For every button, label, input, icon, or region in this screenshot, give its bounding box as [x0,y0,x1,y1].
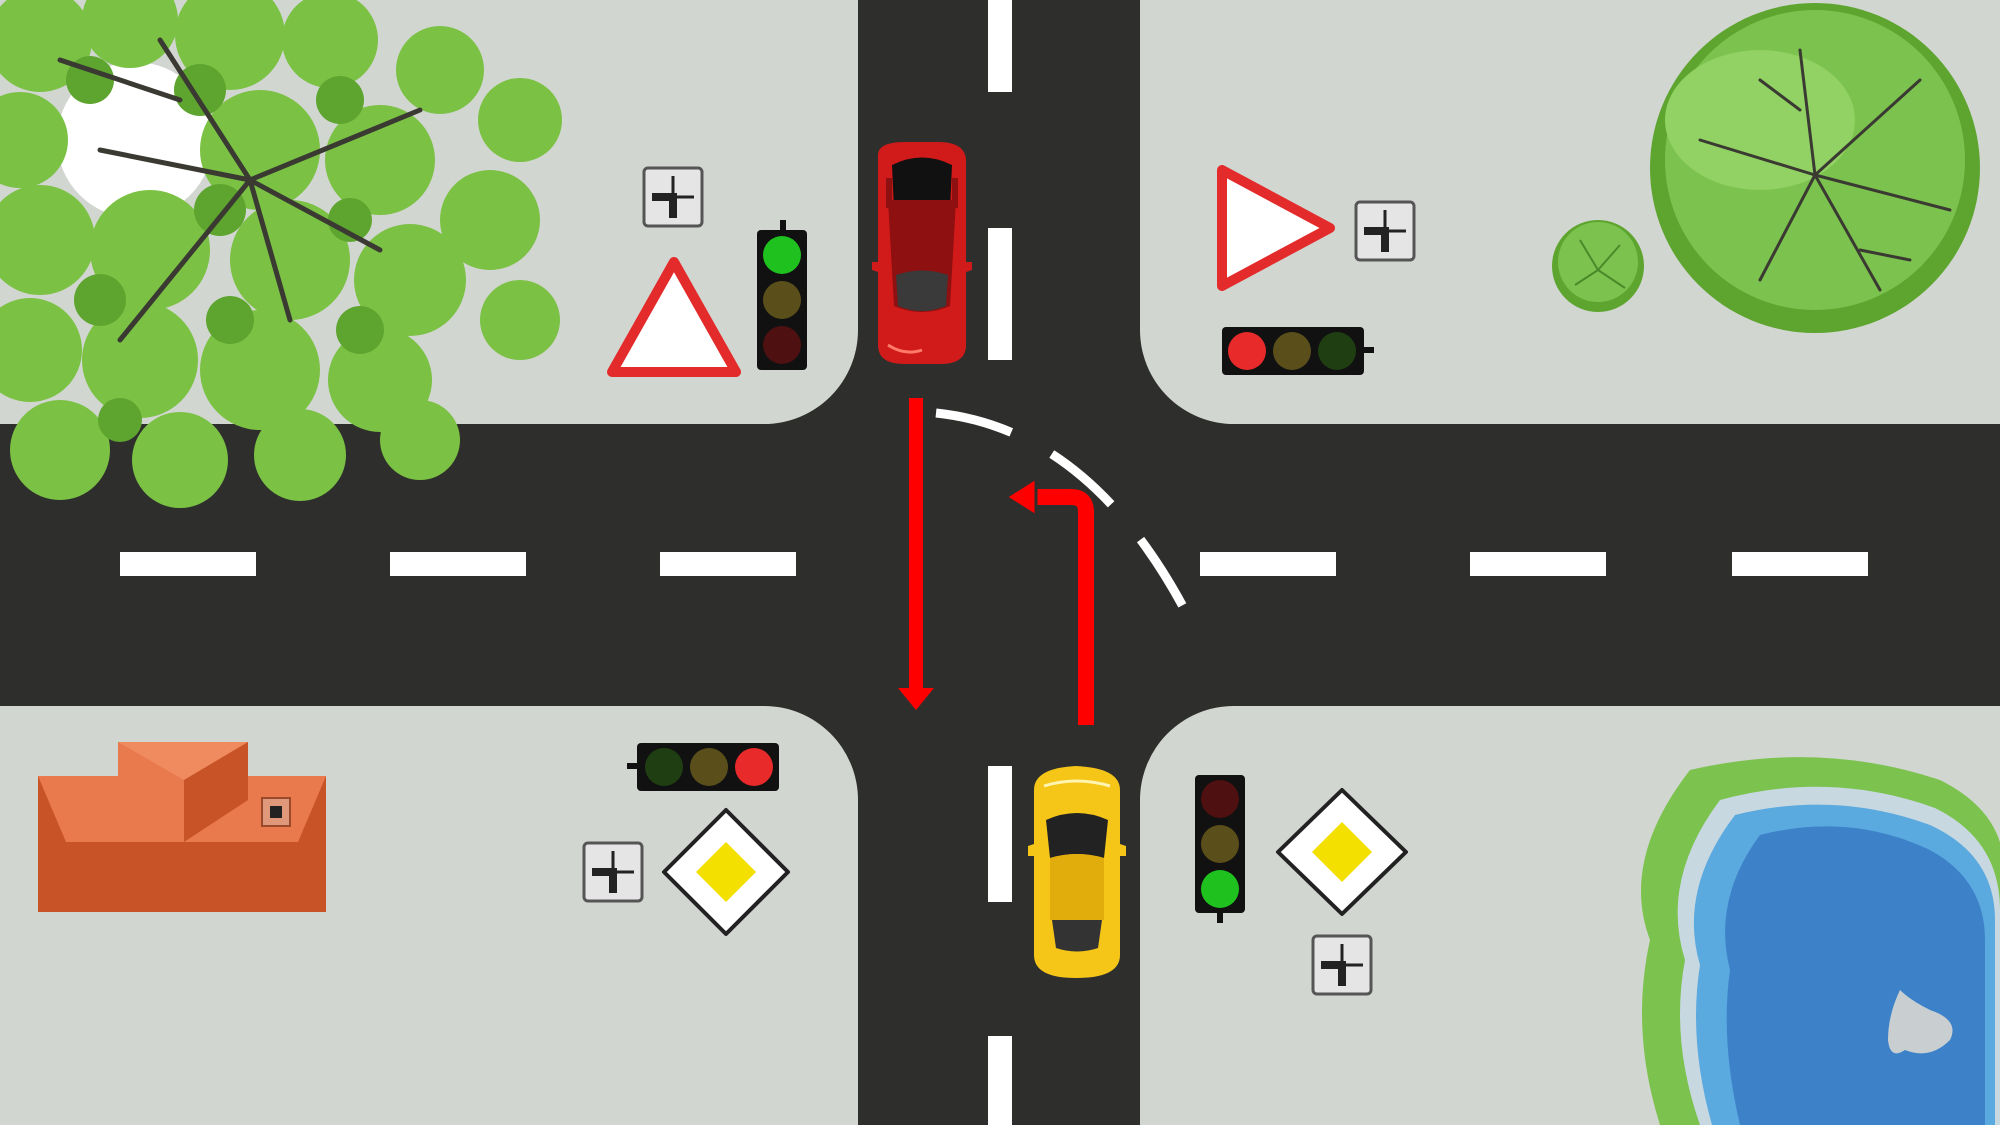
round-tree-icon [1650,3,1980,333]
corner-fillet-nw [764,330,858,424]
traffic-light-icon [627,743,779,791]
signal-green-on [763,236,801,274]
straight-arrow-icon [898,398,934,710]
corner-fillet-ne [1140,330,1234,424]
traffic-light-icon [1195,775,1245,923]
turn-guide-line [935,408,1205,642]
traffic-light-icon [757,220,807,370]
lane-dash [988,228,1012,360]
main-road-direction-plate-icon [582,841,644,903]
pond-icon [1641,757,2000,1125]
lane-dash [988,0,1012,92]
lane-dash [1732,552,1868,576]
lane-markings [120,0,1868,1125]
main-road-direction-plate-icon [642,166,704,228]
priority-road-sign-icon [1276,788,1408,916]
house-roof-icon [38,742,326,912]
lane-dash [390,552,526,576]
lane-dash [988,1036,1012,1125]
yellow-car-icon [1028,766,1126,978]
small-bush-icon [1552,220,1644,312]
priority-road-sign-icon [662,808,790,936]
left-turn-arrow-icon [1003,475,1098,725]
lane-dash [660,552,796,576]
corner-fillet-se [1140,706,1234,800]
yield-sign-icon [1217,165,1335,291]
lane-dash [1200,552,1336,576]
traffic-light-icon [1222,327,1374,375]
red-car-icon [872,142,972,364]
lane-dash [988,766,1012,902]
yield-sign-icon [607,257,741,377]
signal-red-on [1228,332,1266,370]
corner-fillet-sw [764,706,858,800]
main-road-direction-plate-icon [1354,200,1416,262]
signal-green-on [1201,870,1239,908]
lane-dash [120,552,256,576]
tree-icon [0,0,562,508]
lane-dash [1470,552,1606,576]
main-road-direction-plate-icon [1311,934,1373,996]
signal-red-on [735,748,773,786]
